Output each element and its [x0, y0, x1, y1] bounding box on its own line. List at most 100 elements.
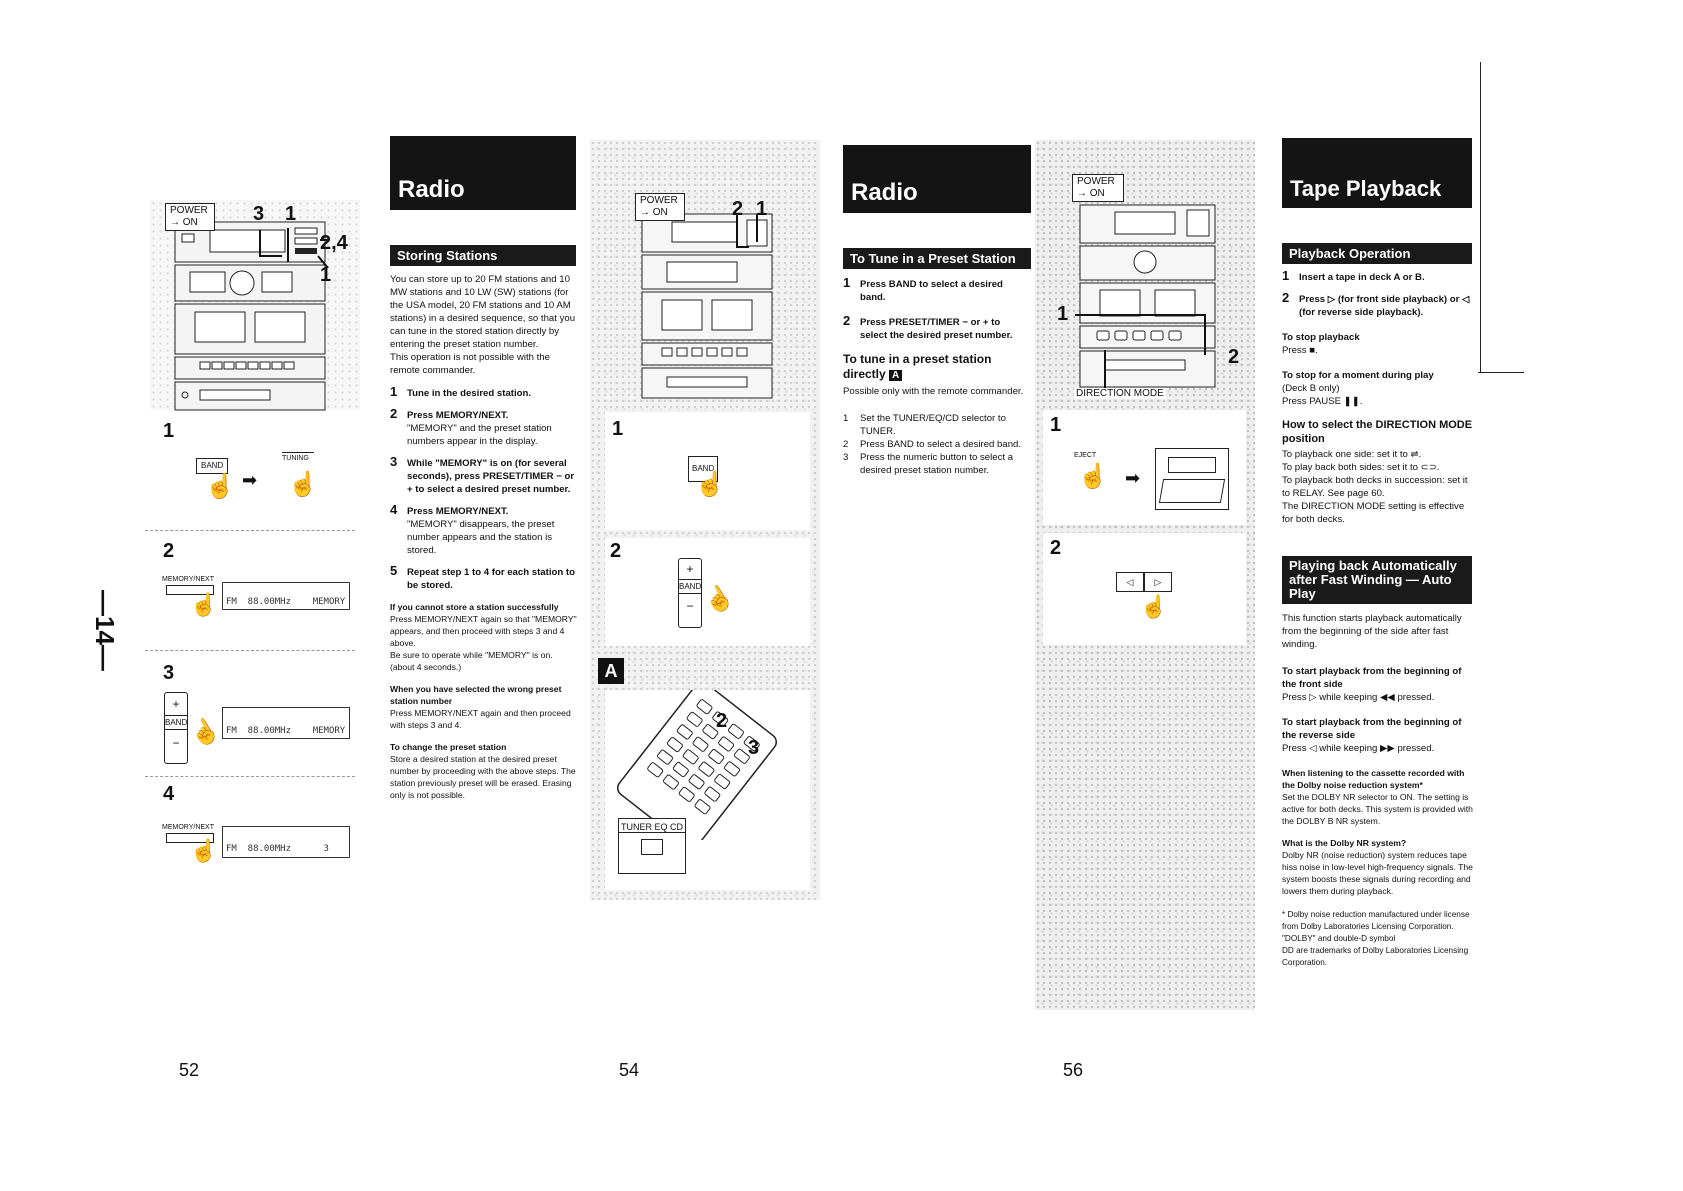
memory-next-label: MEMORY/NEXT	[162, 576, 214, 583]
page4-title-box: Radio	[843, 145, 1031, 213]
memory-next-button	[166, 833, 214, 843]
preset-buttons: + BAND −	[678, 558, 702, 628]
step-1-number: 1	[163, 420, 175, 442]
front-play-button: ▷	[1144, 572, 1172, 592]
dolby-what-block: What is the Dolby NR system?Dolby NR (no…	[1282, 838, 1473, 896]
remote-callout-3: 3	[748, 737, 760, 759]
dolby-block: When listening to the cassette recorded …	[1282, 768, 1473, 826]
hand-icon: ☝	[190, 592, 218, 617]
callout-2: 2	[732, 198, 744, 220]
section-heading: Playback Operation	[1282, 243, 1472, 264]
hand-icon: ☝	[695, 471, 725, 498]
memory-next-button	[166, 585, 214, 595]
badge-a: A	[598, 658, 624, 684]
callout-2-4: 2,4	[320, 232, 348, 254]
callout-3: 3	[253, 203, 265, 225]
hand-icon: ☝	[205, 473, 235, 500]
hand-icon: ☝	[185, 713, 225, 752]
reverse-play-button: ◁	[1116, 572, 1144, 592]
tuner-eq-cd-selector: TUNER EQ CD	[618, 818, 686, 874]
memory-next-label: MEMORY/NEXT	[162, 824, 214, 831]
callout-1: 1	[1057, 303, 1069, 325]
hand-icon: ☝	[1078, 463, 1108, 490]
tape-deck-illustration	[1155, 448, 1229, 510]
page-title: Tape Playback	[1290, 176, 1442, 201]
page2-title-box: Radio	[390, 136, 576, 210]
band-button: BAND	[196, 458, 229, 474]
eject-label: EJECT	[1074, 452, 1097, 459]
power-on-label: POWER → ON	[165, 203, 215, 231]
reverse-side-block: To start playback from the beginning of …	[1282, 717, 1462, 754]
note-block: If you cannot store a station successful…	[390, 602, 577, 672]
arrow-right-icon: ➡	[242, 470, 258, 490]
subheading: To tune in a preset station directly A	[843, 352, 992, 381]
step-2-panel	[605, 538, 810, 646]
footnote: * Dolby noise reduction manufactured und…	[1282, 910, 1470, 967]
direction-mode-label: DIRECTION MODE	[1074, 388, 1166, 399]
front-side-block: To start playback from the beginning of …	[1282, 666, 1462, 703]
callout-1: 1	[756, 198, 768, 220]
callout-2: 2	[1228, 346, 1240, 368]
preset-buttons: + BAND −	[164, 692, 188, 764]
stereo-unit-illustration	[1075, 204, 1216, 392]
auto-play-intro: This function starts playback automatica…	[1282, 613, 1462, 650]
display-readout: FM 88.00MHz MEMORY	[222, 707, 350, 739]
step-3-number: 3	[163, 662, 175, 684]
direction-text: To playback one side: set it to ⇌. To pl…	[1282, 449, 1468, 525]
pause-block: To stop for a moment during play(Deck B …	[1282, 370, 1434, 407]
callout-1b: 1	[320, 264, 332, 286]
intro-note: This operation is not possible with the …	[390, 352, 550, 376]
section-heading: Storing Stations	[390, 245, 576, 266]
side-page-number: —14—	[90, 590, 120, 671]
power-on-label: POWER → ON	[1072, 174, 1124, 202]
power-on-label: POWER → ON	[635, 193, 685, 221]
tuning-label: TUNING	[282, 452, 314, 465]
page-number: 56	[1063, 1060, 1084, 1080]
subheading: How to select the DIRECTION MODE positio…	[1282, 419, 1473, 445]
note-block: When you have selected the wrong preset …	[390, 684, 571, 730]
display-readout: FM 88.00MHz 3	[222, 826, 350, 858]
step-2-number: 2	[1050, 537, 1062, 559]
page2-body: You can store up to 20 FM stations and 1…	[390, 273, 578, 801]
arrow-right-icon: ➡	[1125, 468, 1141, 488]
display-readout: FM 88.00MHz MEMORY	[222, 582, 350, 610]
sub-text: Possible only with the remote commander.	[843, 386, 1024, 397]
section-heading: To Tune in a Preset Station	[843, 248, 1031, 269]
hand-icon: ☝	[190, 838, 218, 863]
page-title: Radio	[398, 176, 465, 203]
intro-text: You can store up to 20 FM stations and 1…	[390, 274, 576, 350]
page-title: Radio	[851, 179, 918, 206]
page6-title-box: Tape Playback	[1282, 138, 1472, 208]
stereo-unit-illustration	[174, 221, 329, 411]
hand-icon: ☝	[288, 471, 318, 498]
step-2-number: 2	[610, 540, 622, 562]
step-1-number: 1	[612, 418, 624, 440]
page-number: 54	[619, 1060, 640, 1080]
step-1-number: 1	[1050, 414, 1062, 436]
stereo-unit-illustration	[641, 213, 773, 399]
page6-body-2: This function starts playback automatica…	[1282, 612, 1474, 969]
band-button: BAND	[688, 456, 719, 482]
remote-callout-2: 2	[716, 710, 728, 732]
page-number: 52	[179, 1060, 200, 1080]
callout-1: 1	[285, 203, 297, 225]
hand-icon: ☝	[1140, 594, 1168, 619]
step-4-number: 4	[163, 783, 175, 805]
step-2-number: 2	[163, 540, 175, 562]
